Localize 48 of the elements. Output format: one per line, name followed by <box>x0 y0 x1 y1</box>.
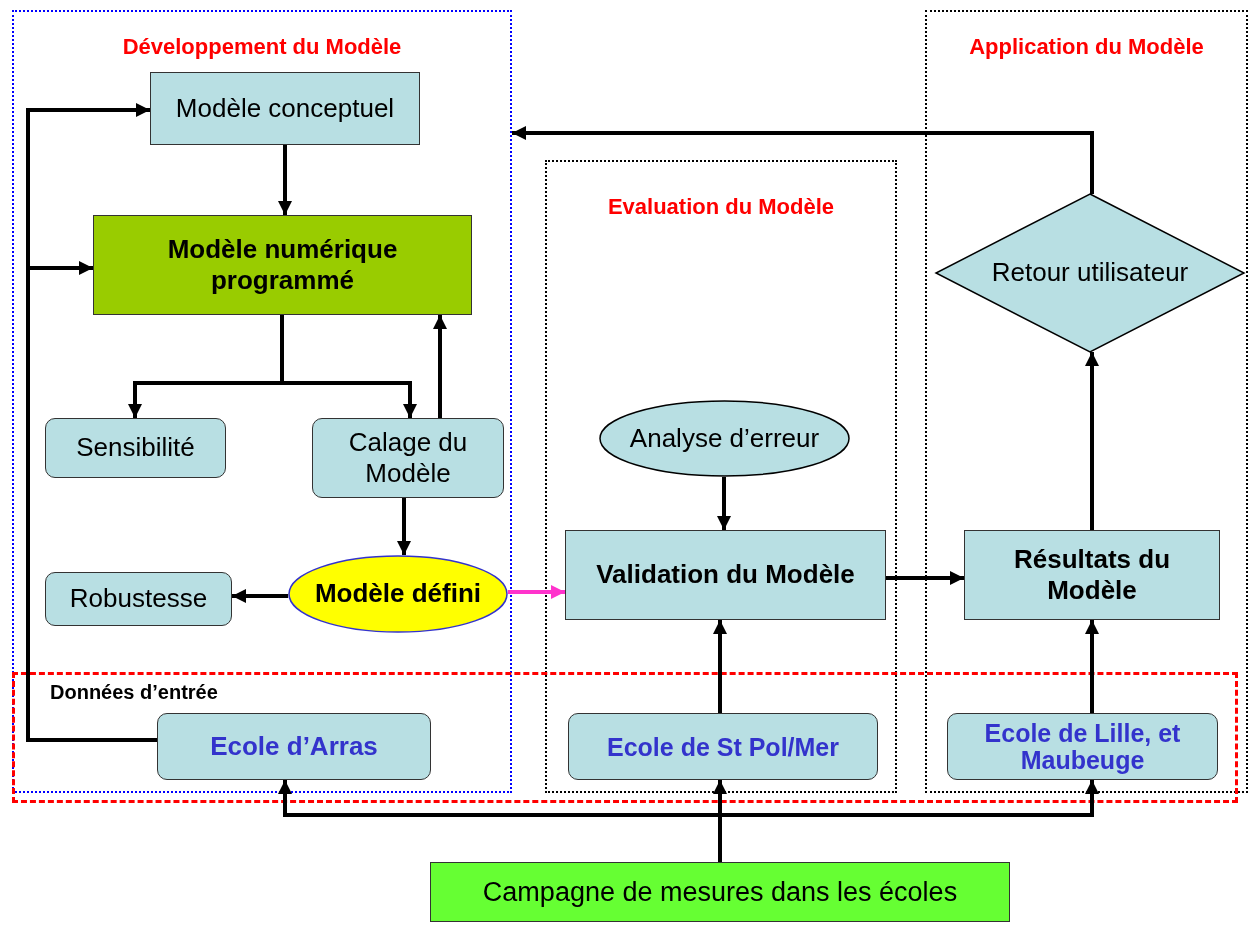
arrow <box>886 571 964 585</box>
start-box <box>430 862 1010 922</box>
arrow <box>507 585 565 599</box>
node-label: Ecole de Lille, et Maubeuge <box>983 720 1182 773</box>
node-label: Résultats du Modèle <box>1013 543 1171 607</box>
highlight-box <box>93 215 472 315</box>
panel-heading: Application du Modèle <box>968 34 1205 61</box>
node-label: Campagne de mesures dans les écoles <box>481 875 959 909</box>
node-label: Calage du Modèle <box>347 426 469 490</box>
arrow <box>512 126 1094 195</box>
node-label: Modèle défini <box>313 578 483 610</box>
arrow <box>713 620 727 713</box>
process-box <box>964 530 1220 620</box>
process-box <box>150 72 420 145</box>
process-box <box>312 418 504 498</box>
arrow <box>232 589 289 603</box>
ellipse-node <box>599 400 850 477</box>
arrow <box>397 498 411 556</box>
process-box <box>45 572 232 626</box>
node-label: Robustesse <box>68 583 209 615</box>
panel-heading: Développement du Modèle <box>121 34 403 61</box>
process-box <box>565 530 886 620</box>
node-label: Ecole de St Pol/Mer <box>606 731 840 762</box>
arrow <box>717 477 731 530</box>
arrow <box>718 780 1099 862</box>
panel-heading: Evaluation du Modèle <box>606 194 836 221</box>
section-panel <box>925 10 1248 793</box>
process-box <box>947 713 1218 780</box>
arrow <box>280 315 417 418</box>
node-label: Modèle numérique programmé <box>166 233 399 297</box>
section-panel <box>12 10 512 793</box>
process-box <box>568 713 878 780</box>
node-label: Retour utilisateur <box>990 257 1190 289</box>
arrow <box>278 145 292 215</box>
decision-diamond <box>935 193 1245 353</box>
ellipse-node <box>288 555 508 633</box>
node-label: Ecole d’Arras <box>209 730 379 763</box>
arrow <box>433 315 447 418</box>
node-label: Analyse d’erreur <box>628 422 821 455</box>
node-label: Sensibilité <box>75 432 196 464</box>
node-label: Modèle conceptuel <box>174 92 396 125</box>
process-box <box>157 713 431 780</box>
process-box <box>45 418 226 478</box>
arrow <box>1085 620 1099 713</box>
section-panel <box>545 160 897 793</box>
node-label: Validation du Modèle <box>595 559 856 591</box>
arrow <box>1085 351 1099 530</box>
section-label: Données d’entrée <box>50 681 218 704</box>
